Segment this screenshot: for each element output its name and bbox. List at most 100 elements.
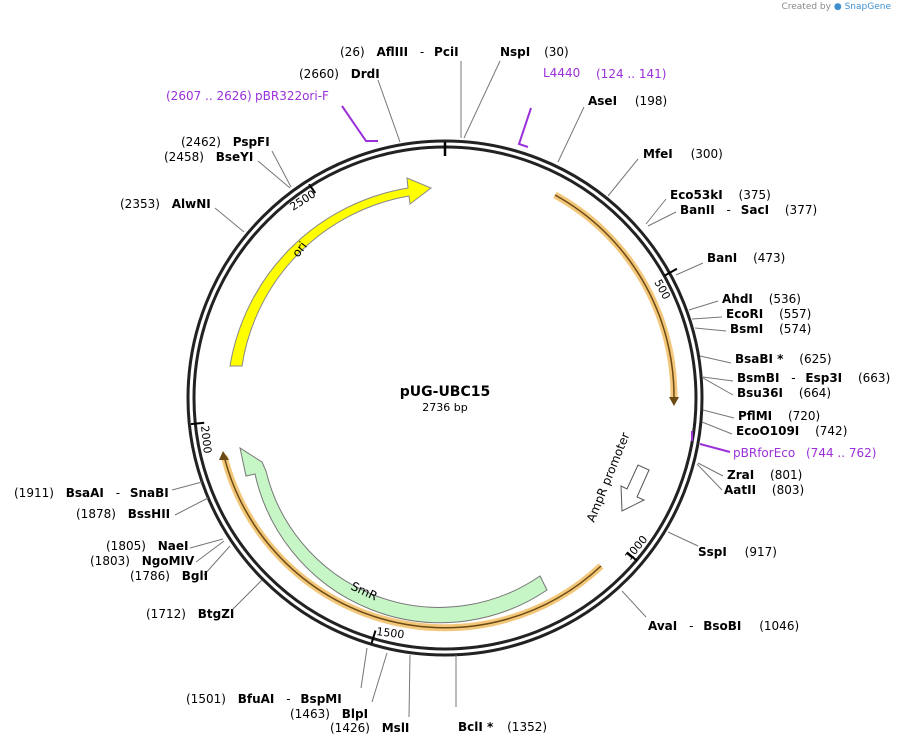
site-aatii-name: AatII: [724, 483, 756, 497]
ampr-lower-arc: [220, 455, 604, 632]
site-bsmbi-name: BsmBI: [737, 371, 779, 385]
site-banii-name: BanII: [680, 203, 715, 217]
site-bsabi[interactable]: BsaBI * (625): [735, 352, 832, 366]
site-msli[interactable]: (1426) MslI: [330, 721, 409, 735]
site-ngomiv-pos: (1803): [90, 554, 130, 568]
primer-pbrforeco-mark[interactable]: [691, 431, 731, 453]
site-eco53ki-pos: (375): [739, 188, 771, 202]
site-avai-pos: (1046): [759, 619, 799, 633]
site-aatii[interactable]: AatII (803): [724, 483, 804, 497]
leader-bsu36i: [702, 377, 734, 396]
site-bcli[interactable]: BclI * (1352): [458, 720, 547, 734]
site-afliii-sep: -: [420, 45, 424, 59]
leader-bgli: [203, 545, 231, 576]
site-bseyi[interactable]: (2458) BseYI: [164, 150, 253, 164]
site-bsmi-pos: (574): [779, 322, 811, 336]
primer-pbr322ori-f-mark[interactable]: [341, 105, 378, 142]
site-bani[interactable]: BanI (473): [707, 251, 785, 265]
site-bspmi-name: BspMI: [300, 692, 341, 706]
site-bfuai[interactable]: (1501) BfuAI - BspMI: [186, 692, 342, 706]
site-afliii-name: AflIII: [376, 45, 408, 59]
plasmid-name: pUG-UBC15: [400, 384, 491, 400]
leader-pspfi: [271, 150, 292, 188]
site-naei[interactable]: (1805) NaeI: [106, 539, 188, 553]
primer-pbr322ori-f-range: (2607 .. 2626): [166, 89, 252, 103]
site-asei[interactable]: AseI (198): [588, 94, 667, 108]
site-ecoo109i-pos: (742): [815, 424, 847, 438]
site-bsabi-name: BsaBI *: [735, 352, 784, 366]
tick-label-1500: 1500: [376, 625, 405, 641]
site-pflmi[interactable]: PflMI (720): [738, 409, 820, 423]
site-sspi[interactable]: SspI (917): [698, 545, 777, 559]
site-bsmbi[interactable]: BsmBI - Esp3I (663): [737, 371, 890, 385]
site-ahdi-name: AhdI: [722, 292, 753, 306]
leader-msli: [408, 654, 411, 718]
site-mfei[interactable]: MfeI (300): [643, 147, 723, 161]
site-ecori[interactable]: EcoRI (557): [726, 307, 811, 321]
leader-ecori: [691, 316, 723, 320]
site-naei-name: NaeI: [158, 539, 189, 553]
site-ecoo109i[interactable]: EcoO109I (742): [736, 424, 847, 438]
tick-label-2000: 2000: [198, 425, 214, 454]
site-bsaai-name: BsaAI: [66, 486, 104, 500]
site-bcli-pos: (1352): [507, 720, 547, 734]
site-bsaai[interactable]: (1911) BsaAI - SnaBI: [14, 486, 169, 500]
leader-bani: [675, 262, 704, 276]
site-nspi-name: NspI: [500, 45, 530, 59]
site-mfei-name: MfeI: [643, 147, 673, 161]
leader-ngomiv: [195, 540, 225, 563]
site-zrai[interactable]: ZraI (801): [727, 468, 802, 482]
site-afliii[interactable]: (26) AflIII - PciI: [340, 45, 459, 59]
site-bsshii[interactable]: (1878) BssHII: [76, 507, 170, 521]
leader-mfei: [607, 158, 639, 197]
site-labels: (26) AflIII - PciI NspI (30) AseI (198) …: [14, 45, 890, 735]
tick-mark-500: [664, 267, 678, 277]
site-bsu36i[interactable]: Bsu36I (664): [737, 386, 831, 400]
site-blpi[interactable]: (1463) BlpI: [290, 707, 368, 721]
site-bseyi-name: BseYI: [216, 150, 254, 164]
primers: L4440 (124 .. 141) pBRforEco (744 .. 762…: [166, 66, 876, 460]
site-eco53ki-name: Eco53kI: [670, 188, 723, 202]
tick-mark-1500: [370, 630, 377, 644]
site-bfuai-name: BfuAI: [238, 692, 275, 706]
site-ngomiv-name: NgoMIV: [142, 554, 195, 568]
site-ahdi-pos: (536): [769, 292, 801, 306]
leader-naei: [189, 538, 224, 549]
snapgene-credit: Created by ● SnapGene: [781, 2, 891, 12]
leader-avai: [621, 590, 647, 618]
site-ngomiv[interactable]: (1803) NgoMIV: [90, 554, 195, 568]
site-banii-sep: -: [727, 203, 731, 217]
site-bsobi-name: BsoBI: [703, 619, 741, 633]
site-bgli-name: BglI: [182, 569, 208, 583]
site-drdi-pos: (2660): [299, 67, 339, 81]
site-aatii-pos: (803): [772, 483, 804, 497]
site-alwni[interactable]: (2353) AlwNI: [120, 197, 211, 211]
site-drdi-name: DrdI: [351, 67, 380, 81]
site-pflmi-pos: (720): [788, 409, 820, 423]
site-pflmi-name: PflMI: [738, 409, 772, 423]
site-banii[interactable]: BanII - SacI (377): [680, 203, 817, 217]
site-drdi[interactable]: (2660) DrdI: [299, 67, 380, 81]
site-afliii-pos: (26): [340, 45, 365, 59]
plasmid-length: 2736 bp: [422, 401, 467, 414]
site-pspfi-name: PspFI: [233, 135, 270, 149]
site-btgzi[interactable]: (1712) BtgZI: [146, 607, 234, 621]
site-avai[interactable]: AvaI - BsoBI (1046): [648, 619, 799, 633]
ampr-promoter-arrow[interactable]: [620, 464, 650, 512]
site-pspfi[interactable]: (2462) PspFI: [181, 135, 270, 149]
site-nspi-pos: (30): [544, 45, 569, 59]
leader-banii: [647, 211, 677, 227]
ori-feature-arrow[interactable]: [229, 177, 432, 367]
site-bsmi[interactable]: BsmI (574): [730, 322, 811, 336]
site-bgli[interactable]: (1786) BglI: [130, 569, 208, 583]
leader-blpi: [371, 652, 388, 703]
site-ahdi[interactable]: AhdI (536): [722, 292, 801, 306]
primer-l4440-range: (124 .. 141): [596, 67, 666, 81]
site-nspi[interactable]: NspI (30): [500, 45, 569, 59]
primer-l4440-mark[interactable]: [517, 107, 532, 148]
ampr-lower-arc-line: [223, 455, 602, 629]
site-zrai-pos: (801): [770, 468, 802, 482]
smr-feature-arrow[interactable]: [239, 446, 548, 624]
site-eco53ki[interactable]: Eco53kI (375): [670, 188, 771, 202]
